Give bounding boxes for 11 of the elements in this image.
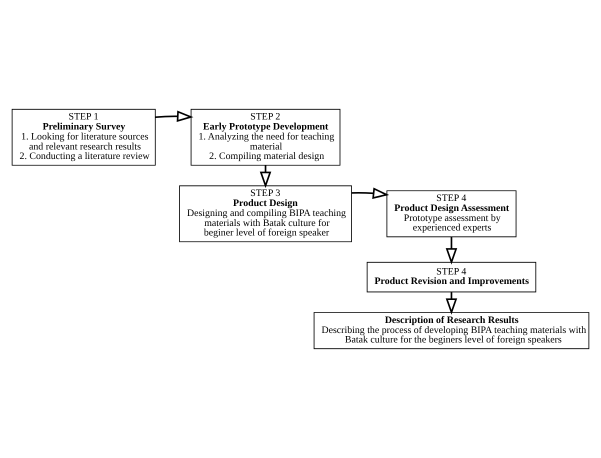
node-box: STEP 4 Product Design Assessment Prototype assessment by experienced experts [386,190,516,238]
node-box: STEP 3 Product Design Designing and compiling BIPA teaching materials with Batak culture for beginer level of foreign speaker [179,185,352,242]
arrow [155,110,194,122]
arrow [260,165,272,188]
arrow [446,236,458,265]
node-box: STEP 1 Preliminary Survey 1. Looking for literature sources and relevant research results 2. Conducting a literature review [12,108,156,166]
node-box: STEP 4 Product Revision and Improvements [366,262,536,292]
arrow [446,292,458,315]
arrow [352,188,390,199]
node-box: Description of Research Results Describing the process of developing BIPA teaching materials with Batak culture for the beginers level of foreign speakers [314,312,590,350]
node-box: STEP 2 Early Prototype Development 1. Analyzing the need for teaching material 2. Compiling material design [190,108,340,166]
